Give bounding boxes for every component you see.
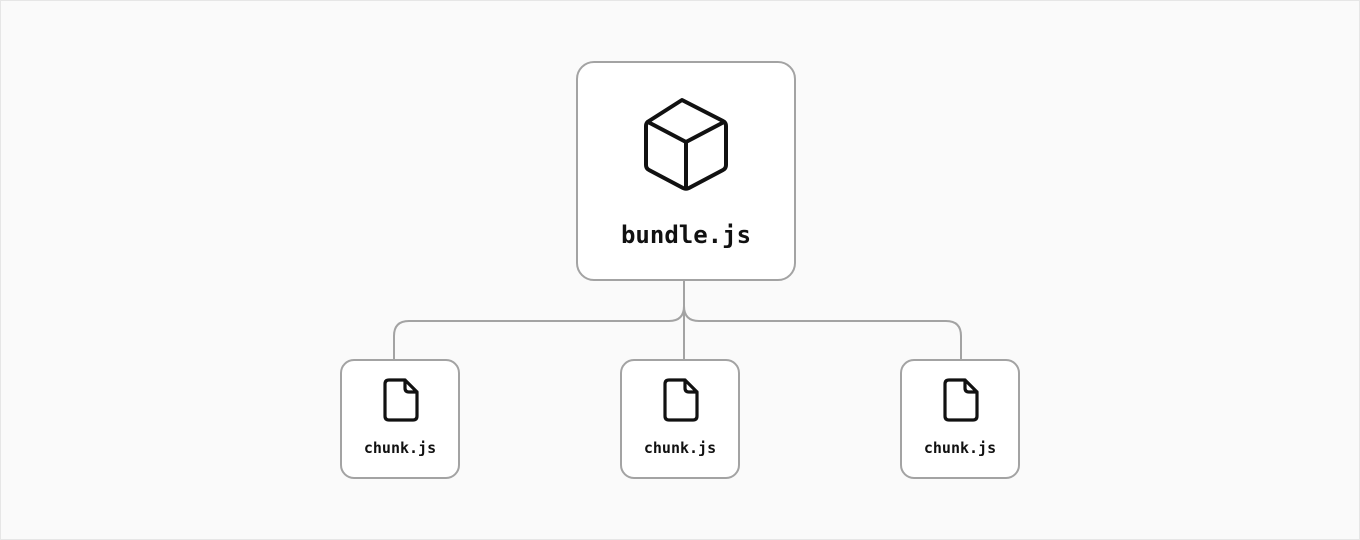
chunk-node-1: chunk.js	[340, 359, 460, 479]
chunk-node-3: chunk.js	[900, 359, 1020, 479]
file-icon	[383, 378, 419, 422]
chunk-node-2: chunk.js	[620, 359, 740, 479]
chunk-label: chunk.js	[643, 439, 717, 457]
connector-root-to-chunk-1	[393, 281, 685, 359]
chunk-label: chunk.js	[923, 439, 997, 457]
bundle-node: bundle.js	[576, 61, 796, 281]
chunk-label: chunk.js	[363, 439, 437, 457]
connector-root-to-chunk-3	[683, 281, 962, 359]
file-icon	[943, 378, 979, 422]
file-icon	[663, 378, 699, 422]
package-box-icon	[644, 98, 728, 191]
bundle-label: bundle.js	[620, 221, 752, 249]
